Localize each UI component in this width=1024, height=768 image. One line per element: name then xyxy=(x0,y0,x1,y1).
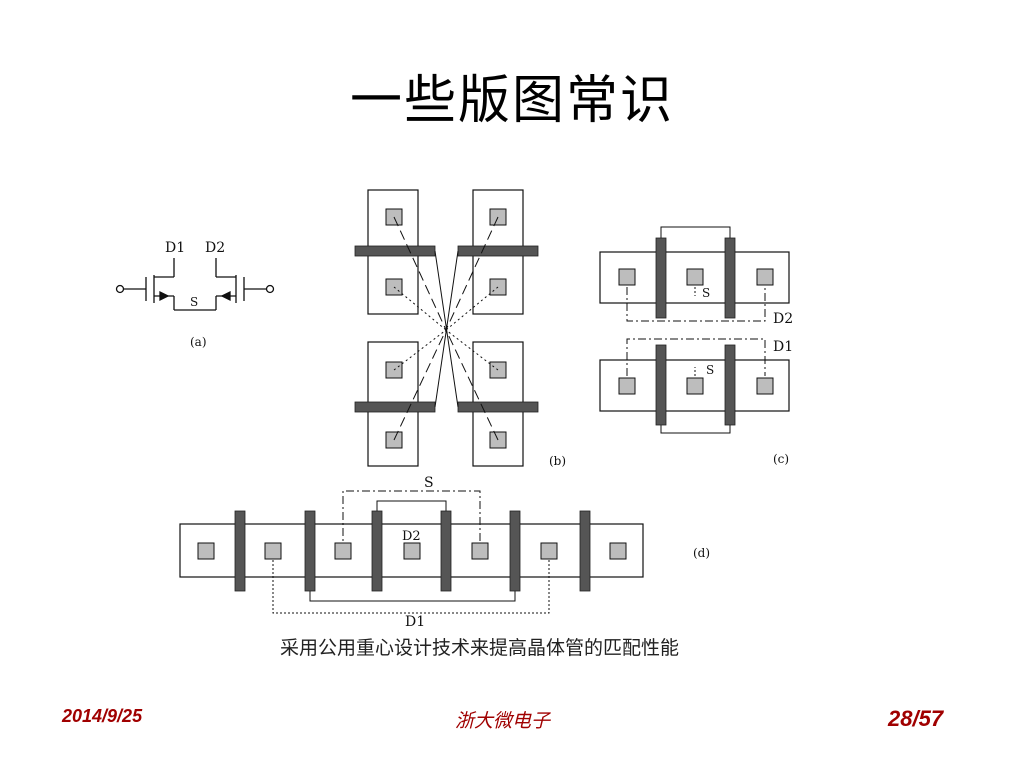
footer-page-number: 28/57 xyxy=(888,706,944,731)
layout-d xyxy=(179,490,644,614)
caption-c: (c) xyxy=(773,452,789,466)
caption-a: (a) xyxy=(190,335,207,349)
figure-caption: 采用公用重心设计技术来提高晶体管的匹配性能 xyxy=(280,637,680,659)
footer-org: 浙大微电子 xyxy=(455,711,551,732)
label-c-d1: D1 xyxy=(773,339,793,355)
label-d-d2: D2 xyxy=(402,529,421,544)
label-c-s-bottom: S xyxy=(706,363,714,377)
label-a-s: S xyxy=(190,295,198,309)
label-d-d1: D1 xyxy=(405,614,425,630)
layout-c xyxy=(599,226,790,434)
label-a-d1: D1 xyxy=(165,240,185,256)
footer-date: 2014/9/25 xyxy=(62,706,143,726)
layout-b xyxy=(354,189,539,467)
label-d-s: S xyxy=(424,475,434,491)
label-c-d2: D2 xyxy=(773,311,793,327)
caption-b: (b) xyxy=(549,454,566,468)
schematic-a xyxy=(115,258,275,311)
label-c-s-top: S xyxy=(702,286,710,300)
label-a-d2: D2 xyxy=(205,240,225,256)
caption-d: (d) xyxy=(693,546,710,560)
matching-layout-figure: D1 D2 S (a) xyxy=(115,189,793,630)
slide-title: 一些版图常识 xyxy=(349,71,674,131)
